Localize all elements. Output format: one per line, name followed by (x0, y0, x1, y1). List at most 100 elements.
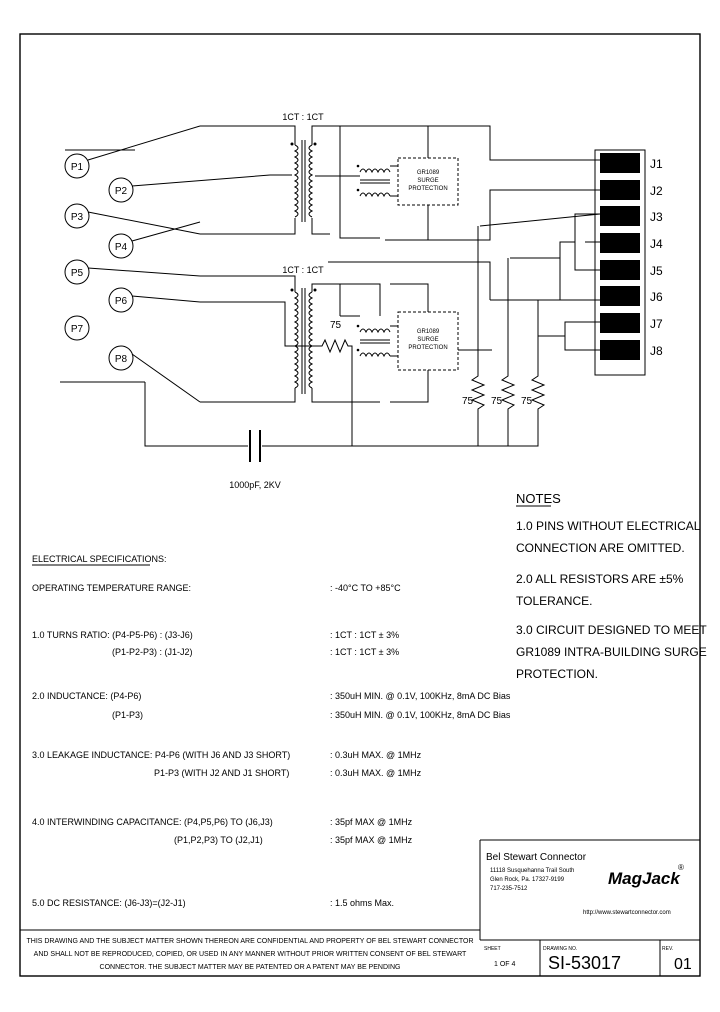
disclaimer-line-1: THIS DRAWING AND THE SUBJECT MATTER SHOW… (26, 938, 473, 945)
drawing-border (19, 33, 701, 977)
company-url[interactable]: http://www.stewartconnector.com (583, 910, 671, 916)
spec-temp-value: : -40°C TO +85°C (330, 583, 401, 593)
pin-p3-label: P3 (71, 212, 84, 223)
jack-pin-j4 (600, 233, 640, 253)
surge-2-line-2: SURGE (417, 337, 438, 343)
notes: NOTES 1.0 PINS WITHOUT ELECTRICAL CONNEC… (516, 491, 707, 681)
notes-title: NOTES (516, 491, 561, 506)
jack-pin-j8 (600, 340, 640, 360)
spec-inductance-value-2: : 350uH MIN. @ 0.1V, 100KHz, 8mA DC Bias (330, 710, 511, 720)
note-1-line-1: 1.0 PINS WITHOUT ELECTRICAL (516, 519, 701, 533)
note-3-line-1: 3.0 CIRCUIT DESIGNED TO MEET (516, 623, 707, 637)
spec-dcr-label: 5.0 DC RESISTANCE: (J6-J3)=(J2-J1) (32, 898, 186, 908)
pin-p4-label: P4 (115, 242, 128, 253)
surge-1-line-2: SURGE (417, 178, 438, 184)
spec-turns-label-2: (P1-P2-P3) : (J1-J2) (112, 647, 193, 657)
jack-pin-j7 (600, 313, 640, 333)
resistor-a-label: 75 (462, 396, 474, 407)
channel-2-lines (328, 261, 600, 403)
electrical-specifications: ELECTRICAL SPECIFICATIONS: OPERATING TEM… (32, 554, 511, 908)
drawing-number-label: DRAWING NO. (543, 946, 577, 952)
spec-leakage-value-2: : 0.3uH MAX. @ 1MHz (330, 768, 422, 778)
note-3-line-3: PROTECTION. (516, 667, 598, 681)
ground-bus (144, 382, 539, 447)
pin-p2: P2 (108, 177, 134, 203)
resistor-c: 75 (521, 372, 546, 440)
spec-leakage-label-1: 3.0 LEAKAGE INDUCTANCE: P4-P6 (WITH J6 A… (32, 750, 290, 760)
pin-p3: P3 (64, 203, 90, 229)
jack-pin-j3 (600, 206, 640, 226)
xfmr-1-secondary-wiring (311, 125, 385, 239)
pin-p5: P5 (64, 259, 90, 285)
pin-p5-label: P5 (71, 268, 84, 279)
choke-2 (356, 324, 391, 358)
jack-pin-j6 (600, 286, 640, 306)
resistor-a: 75 (462, 372, 486, 440)
xfmr-1-ratio-label: 1CT : 1CT (282, 112, 324, 122)
magjack-logo-text: MagJack (608, 869, 681, 888)
surge-protection-2: GR1089 SURGE PROTECTION (397, 311, 459, 371)
resistor-center-label: 75 (330, 320, 342, 331)
spec-capacitance-label-1: 4.0 INTERWINDING CAPACITANCE: (P4,P5,P6)… (32, 817, 273, 827)
spec-inductance-value-1: : 350uH MIN. @ 0.1V, 100KHz, 8mA DC Bias (330, 691, 511, 701)
transformer-2: 1CT : 1CT (282, 265, 324, 394)
pin-p4: P4 (108, 233, 134, 259)
pin-p7-label: P7 (71, 324, 84, 335)
schematic: P1 P2 P3 P4 P5 P6 P7 P8 (60, 112, 663, 490)
specs-title: ELECTRICAL SPECIFICATIONS: (32, 554, 167, 564)
jack-wiring (477, 213, 601, 372)
spec-temp-label: OPERATING TEMPERATURE RANGE: (32, 583, 191, 593)
jack-label-j7: J7 (650, 317, 663, 331)
jack-label-j4: J4 (650, 237, 663, 251)
choke-1 (356, 164, 391, 198)
pin-p1-label: P1 (71, 162, 84, 173)
sheet-label: SHEET (484, 946, 501, 952)
jack-label-j3: J3 (650, 210, 663, 224)
spec-turns-value-1: : 1CT : 1CT ± 3% (330, 630, 399, 640)
pin-p8: P8 (108, 345, 134, 371)
resistor-b-label: 75 (491, 396, 503, 407)
rj45-connector: J1 J2 J3 J4 J5 J6 J7 J8 (594, 149, 663, 376)
revision-value: 01 (674, 956, 692, 973)
pin-p2-label: P2 (115, 186, 128, 197)
pin-p1: P1 (64, 153, 90, 179)
jack-pin-j1 (600, 153, 640, 173)
xfmr-2-secondary-wiring (311, 283, 381, 403)
disclaimer-line-3: CONNECTOR. THE SUBJECT MATTER MAY BE PAT… (100, 964, 401, 971)
spec-capacitance-value-2: : 35pf MAX @ 1MHz (330, 835, 413, 845)
jack-label-j1: J1 (650, 157, 663, 171)
xfmr-1-primary-wiring (200, 125, 296, 235)
note-3-line-2: GR1089 INTRA-BUILDING SURGE (516, 645, 707, 659)
note-2-line-1: 2.0 ALL RESISTORS ARE ±5% (516, 572, 684, 586)
xfmr-2-primary-wiring (200, 275, 318, 403)
pin-p6-label: P6 (115, 296, 128, 307)
pin-p7: P7 (64, 315, 90, 341)
revision-label: REV. (662, 946, 673, 952)
note-2-line-2: TOLERANCE. (516, 594, 592, 608)
company-name: Bel Stewart Connector (486, 852, 587, 863)
sheet-value: 1 OF 4 (494, 961, 516, 968)
pin-p6: P6 (108, 287, 134, 313)
surge-2-line-3: PROTECTION (408, 345, 447, 351)
jack-label-j5: J5 (650, 264, 663, 278)
jack-pin-j5 (600, 260, 640, 280)
surge-2-line-1: GR1089 (417, 329, 440, 335)
resistor-b: 75 (491, 372, 516, 440)
magjack-logo: MagJack ® (608, 863, 684, 888)
spec-inductance-label-2: (P1-P3) (112, 710, 143, 720)
pin-p8-label: P8 (115, 354, 128, 365)
spec-turns-value-2: : 1CT : 1CT ± 3% (330, 647, 399, 657)
spec-leakage-value-1: : 0.3uH MAX. @ 1MHz (330, 750, 422, 760)
surge-1-line-3: PROTECTION (408, 186, 447, 192)
drawing-number-value: SI-53017 (548, 953, 621, 973)
jack-label-j6: J6 (650, 290, 663, 304)
jack-label-j8: J8 (650, 344, 663, 358)
spec-dcr-value: : 1.5 ohms Max. (330, 898, 394, 908)
surge-protection-1: GR1089 SURGE PROTECTION (397, 157, 459, 206)
spec-inductance-label-1: 2.0 INDUCTANCE: (P4-P6) (32, 691, 141, 701)
channel-1-lines (385, 125, 600, 241)
spec-turns-label-1: 1.0 TURNS RATIO: (P4-P5-P6) : (J3-J6) (32, 630, 193, 640)
title-block: Bel Stewart Connector 11118 Susquehanna … (20, 839, 700, 976)
company-address-2: Glen Rock, Pa. 17327-9199 (490, 877, 565, 883)
